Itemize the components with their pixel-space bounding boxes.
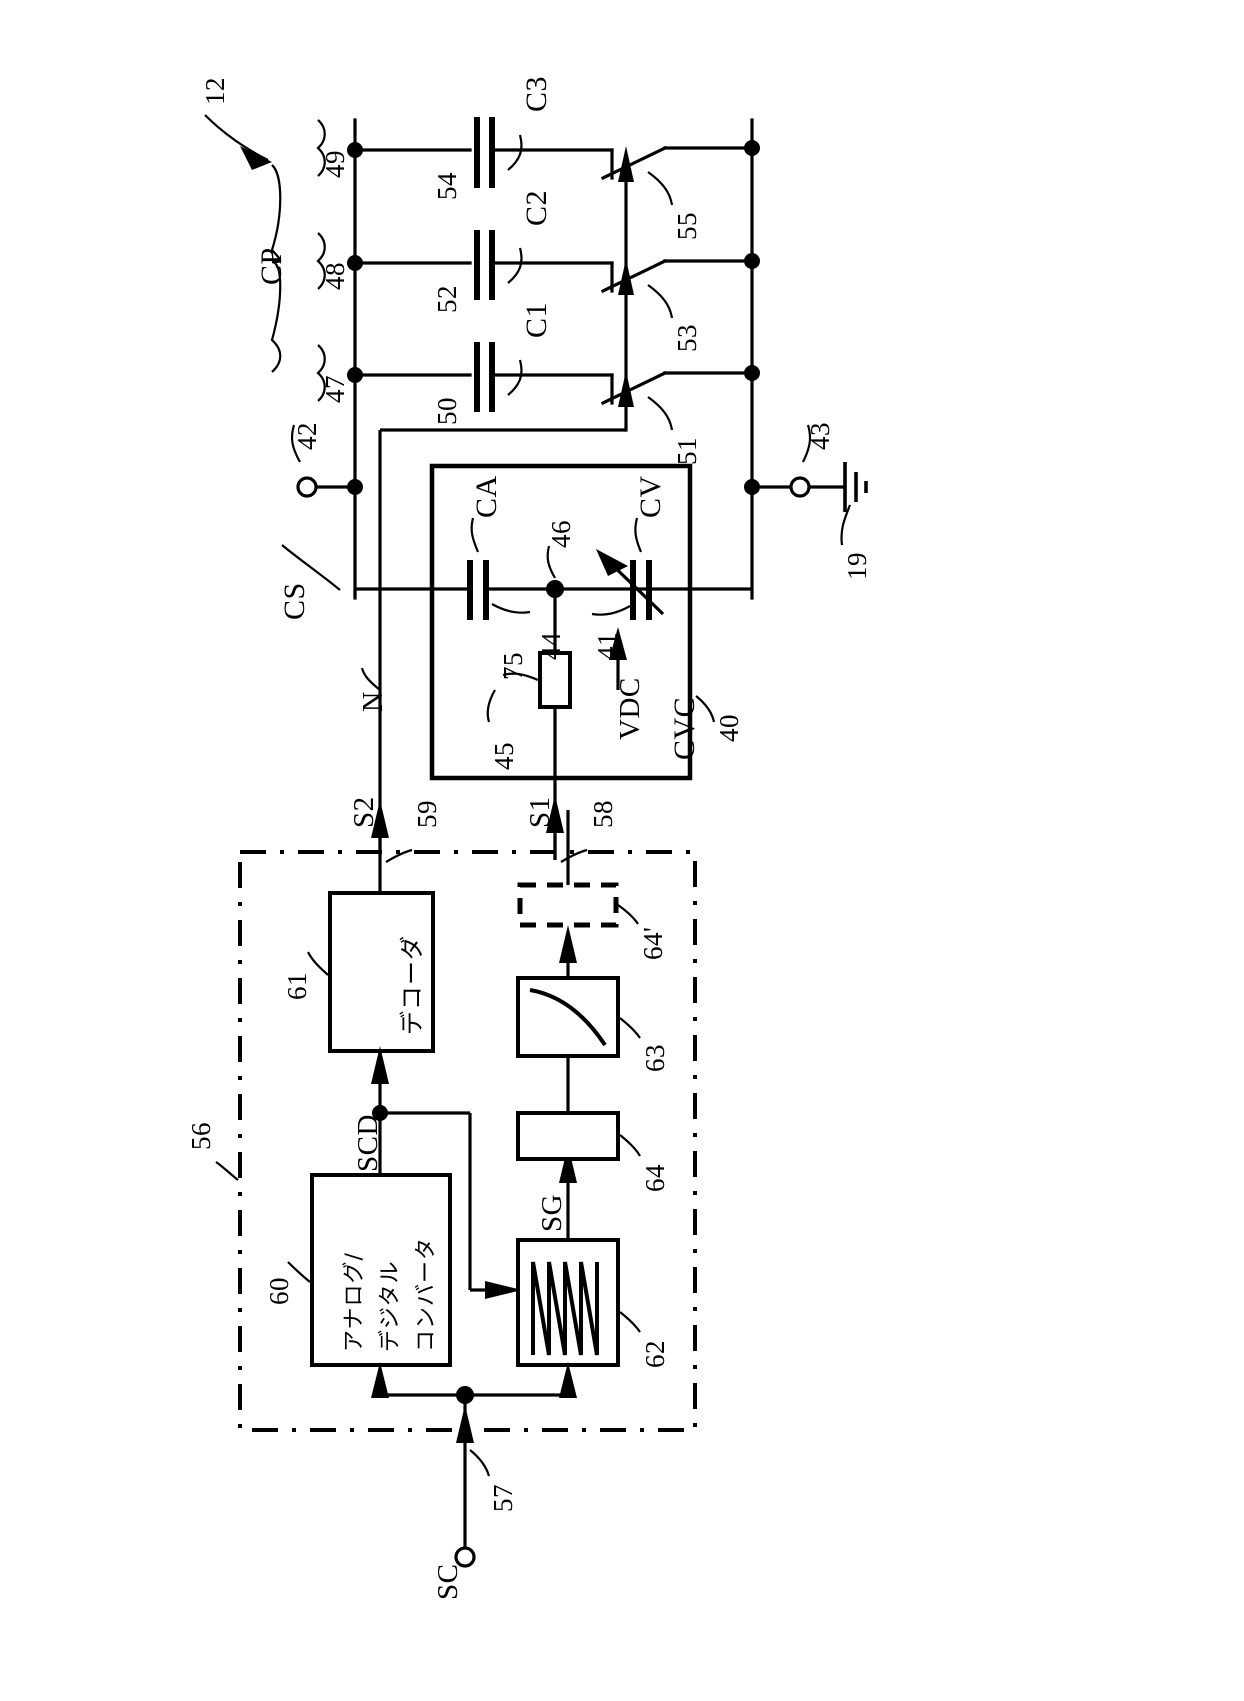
- ref-63: 63: [640, 1044, 670, 1072]
- label-c1: C1: [520, 301, 553, 338]
- ref-43: 43: [805, 422, 835, 450]
- ref-61: 61: [282, 972, 312, 1000]
- terminal-42-circle: [296, 476, 318, 498]
- ref-52: 52: [432, 285, 462, 313]
- label-c3: C3: [520, 75, 553, 112]
- label-s2: S2: [348, 796, 380, 828]
- resistor-75: [538, 651, 572, 709]
- ref-64: 64: [640, 1164, 670, 1192]
- label-sc: SC: [432, 1563, 464, 1600]
- switch-arrowheads: [618, 146, 634, 407]
- ref-58: 58: [588, 800, 618, 828]
- adc-box-60: [310, 1173, 452, 1367]
- ref-57: 57: [488, 1484, 518, 1512]
- ref-60: 60: [264, 1277, 294, 1305]
- label-cv: CV: [634, 475, 667, 518]
- ref-50: 50: [432, 397, 462, 425]
- ref-55: 55: [672, 212, 702, 240]
- switch-55-blade: [600, 145, 668, 181]
- ref-46: 46: [546, 520, 576, 548]
- adc-box-line-2: デジタル: [378, 1260, 403, 1352]
- ref-51: 51: [672, 437, 702, 465]
- cvc-block-outline: [429, 463, 693, 781]
- ref-54: 54: [432, 172, 462, 200]
- ref-41: 41: [592, 632, 622, 660]
- label-n: N: [358, 691, 389, 712]
- vdc-arrowhead: [609, 627, 627, 660]
- leader-lines: [204, 114, 852, 1477]
- label-sg: SG: [536, 1193, 568, 1232]
- label-cvc: CVC: [668, 696, 701, 760]
- ref-53: 53: [672, 324, 702, 352]
- ref-59: 59: [412, 800, 442, 828]
- ref-56: 56: [186, 1122, 216, 1150]
- ref-64-prime: 64': [638, 926, 668, 960]
- sc-terminal-circle: [454, 1546, 476, 1568]
- sawtooth-waveform-icon: [531, 1261, 599, 1356]
- label-ca: CA: [470, 475, 503, 518]
- ground-symbol: [843, 462, 868, 512]
- optional-block-64-prime: [517, 882, 619, 928]
- label-cs: CS: [278, 582, 311, 620]
- driver-box-64: [516, 1111, 620, 1161]
- ref-40: 40: [714, 714, 744, 742]
- label-c2: C2: [520, 189, 553, 226]
- ref-47: 47: [320, 375, 350, 403]
- figure-ref-arrow-12: [240, 146, 272, 170]
- block64p-arrowhead: [559, 925, 577, 963]
- scd-arrowhead: [371, 1046, 389, 1084]
- label-vdc: VDC: [614, 677, 646, 740]
- ref-44: 44: [536, 632, 566, 660]
- sc-branch-dot: [456, 1386, 474, 1404]
- decoder-box-61: [328, 891, 435, 1053]
- adc-input-arrowhead: [371, 1362, 389, 1398]
- s1-arrowhead: [546, 795, 564, 833]
- ref-75: 75: [498, 652, 528, 680]
- ref-19: 19: [842, 552, 872, 580]
- label-s1: S1: [524, 796, 556, 828]
- label-scd: SCD: [352, 1114, 384, 1172]
- ref-45: 45: [489, 742, 519, 770]
- variable-arrowhead: [596, 549, 628, 576]
- adc-box-line-3: コンバータ: [414, 1236, 439, 1352]
- adc-box-line-1: アナログ/: [342, 1252, 367, 1352]
- ref-42: 42: [292, 422, 322, 450]
- sc-input-arrowhead: [456, 1405, 474, 1443]
- ref-49: 49: [320, 150, 350, 178]
- ref-62: 62: [640, 1340, 670, 1368]
- sg-arrowhead: [559, 1145, 577, 1183]
- switch-53-blade: [600, 258, 668, 294]
- switch-51-blade: [600, 370, 668, 406]
- sg-trigger-arrowhead: [485, 1281, 522, 1299]
- ref-48: 48: [320, 262, 350, 290]
- label-cp: CP: [255, 247, 288, 285]
- terminal-43-circle: [789, 476, 811, 498]
- sawtooth-input-arrowhead: [559, 1362, 577, 1398]
- ref-12: 12: [200, 77, 230, 105]
- decoder-box-label: デコーダ: [398, 935, 426, 1035]
- response-curve-icon: [529, 988, 607, 1047]
